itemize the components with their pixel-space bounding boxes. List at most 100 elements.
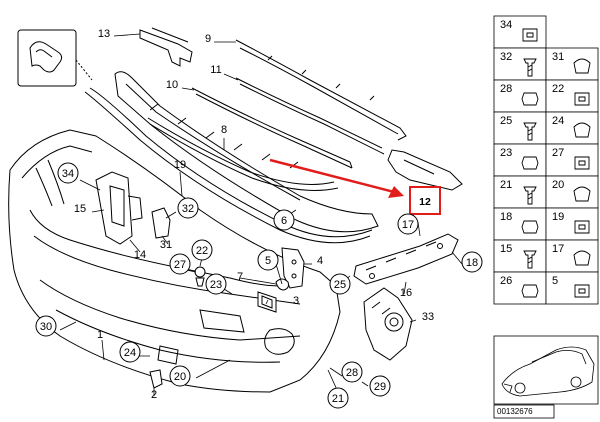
callout-22: 22	[191, 239, 213, 261]
callout-30: 30	[35, 315, 57, 337]
callout-circle	[177, 197, 199, 219]
callout-17: 17	[397, 213, 419, 235]
callout-circle	[397, 213, 419, 235]
hardware-cell-5: 5	[545, 271, 599, 305]
hardware-part-icon	[521, 92, 539, 106]
callout-1: 1	[97, 329, 103, 341]
hardware-cell-28: 28	[493, 79, 547, 113]
hardware-cell-15: 15	[493, 239, 547, 273]
hardware-part-icon	[574, 156, 590, 170]
hardware-cell-27: 27	[545, 143, 599, 177]
callout-circle	[257, 249, 279, 271]
hardware-cell-23: 23	[493, 143, 547, 177]
hardware-part-icon	[573, 122, 591, 138]
hardware-cell-number: 28	[500, 83, 512, 95]
callout-number: 5	[265, 255, 271, 267]
hardware-part-icon	[522, 28, 538, 42]
hardware-cell-20: 20	[545, 175, 599, 209]
hardware-cell-frame	[545, 175, 599, 209]
callout-31: 31	[160, 239, 172, 251]
callout-number: 16	[400, 287, 412, 299]
callout-4: 4	[317, 255, 323, 267]
callout-number: 4	[317, 255, 323, 267]
callout-number: 32	[182, 203, 194, 215]
hardware-cell-frame	[545, 239, 599, 273]
callout-circle	[169, 365, 191, 387]
hardware-cell-number: 32	[500, 51, 512, 63]
callout-28: 28	[341, 361, 363, 383]
hardware-part-icon	[523, 186, 537, 205]
hardware-cell-number: 24	[552, 115, 564, 127]
callout-circle	[119, 341, 141, 363]
hardware-cell-21: 21	[493, 175, 547, 209]
callout-9: 9	[205, 33, 211, 45]
callout-number: 28	[346, 367, 358, 379]
callout-18: 18	[461, 251, 483, 273]
callout-circle	[341, 361, 363, 383]
callout-circle	[461, 251, 483, 273]
callout-number: 11	[210, 64, 221, 76]
fog-light-bracket-33	[363, 287, 413, 361]
hardware-cell-19: 19	[545, 207, 599, 241]
bracket-14-15	[95, 171, 143, 245]
hardware-part-icon	[523, 250, 537, 269]
hardware-cell-number: 21	[500, 179, 512, 191]
callout-circle	[273, 209, 295, 231]
hardware-cell-number: 17	[552, 243, 564, 255]
hardware-cell-frame	[493, 47, 547, 81]
callout-number: 21	[332, 393, 344, 405]
callout-circle	[35, 315, 57, 337]
callout-number: 19	[174, 159, 186, 171]
callout-circle	[205, 273, 227, 295]
bracket-13	[139, 27, 193, 67]
hardware-cell-number: 18	[500, 211, 512, 223]
callout-11: 11	[210, 64, 221, 76]
hardware-cell-number: 23	[500, 147, 512, 159]
callout-14: 14	[134, 249, 146, 261]
hardware-cell-32: 32	[493, 47, 547, 81]
callout-23: 23	[205, 273, 227, 295]
callout-number: 7	[237, 271, 243, 283]
hardware-part-icon	[521, 284, 539, 298]
hardware-cell-26: 26	[493, 271, 547, 305]
highlight-box	[409, 186, 441, 215]
bracket-4	[281, 247, 305, 289]
callout-number: 24	[124, 347, 136, 359]
hardware-cell-18: 18	[493, 207, 547, 241]
carrier-6	[114, 71, 379, 233]
callout-number: 27	[174, 259, 186, 271]
trim-strip-8	[147, 117, 339, 191]
callout-number: 8	[221, 124, 227, 136]
callout-circle	[329, 273, 351, 295]
hardware-cell-frame	[493, 175, 547, 209]
callout-number: 17	[402, 219, 414, 231]
callout-circle	[369, 375, 391, 397]
callout-number: 20	[174, 371, 186, 383]
callout-number: 9	[205, 33, 211, 45]
callout-33: 33	[422, 311, 434, 323]
hardware-part-icon	[523, 58, 537, 77]
callout-number: 15	[74, 203, 86, 215]
hardware-cell-17: 17	[545, 239, 599, 273]
callout-20: 20	[169, 365, 191, 387]
callout-circle	[191, 239, 213, 261]
hardware-cell-24: 24	[545, 111, 599, 145]
callout-29: 29	[369, 375, 391, 397]
seal-strip-19	[84, 87, 373, 244]
callout-2: 2	[151, 389, 157, 401]
callout-number: 31	[160, 239, 172, 251]
hardware-part-icon	[523, 122, 537, 141]
hardware-cell-25: 25	[493, 111, 547, 145]
hardware-part-icon	[573, 250, 591, 266]
hardware-cell-number: 34	[500, 19, 512, 31]
hardware-cell-number: 20	[552, 179, 564, 191]
hardware-cell-34: 34	[493, 15, 547, 49]
hardware-cell-22: 22	[545, 79, 599, 113]
hardware-cell-number: 22	[552, 83, 564, 95]
callout-10: 10	[166, 79, 178, 91]
hardware-cell-number: 15	[500, 243, 512, 255]
hardware-part-icon	[574, 284, 590, 298]
